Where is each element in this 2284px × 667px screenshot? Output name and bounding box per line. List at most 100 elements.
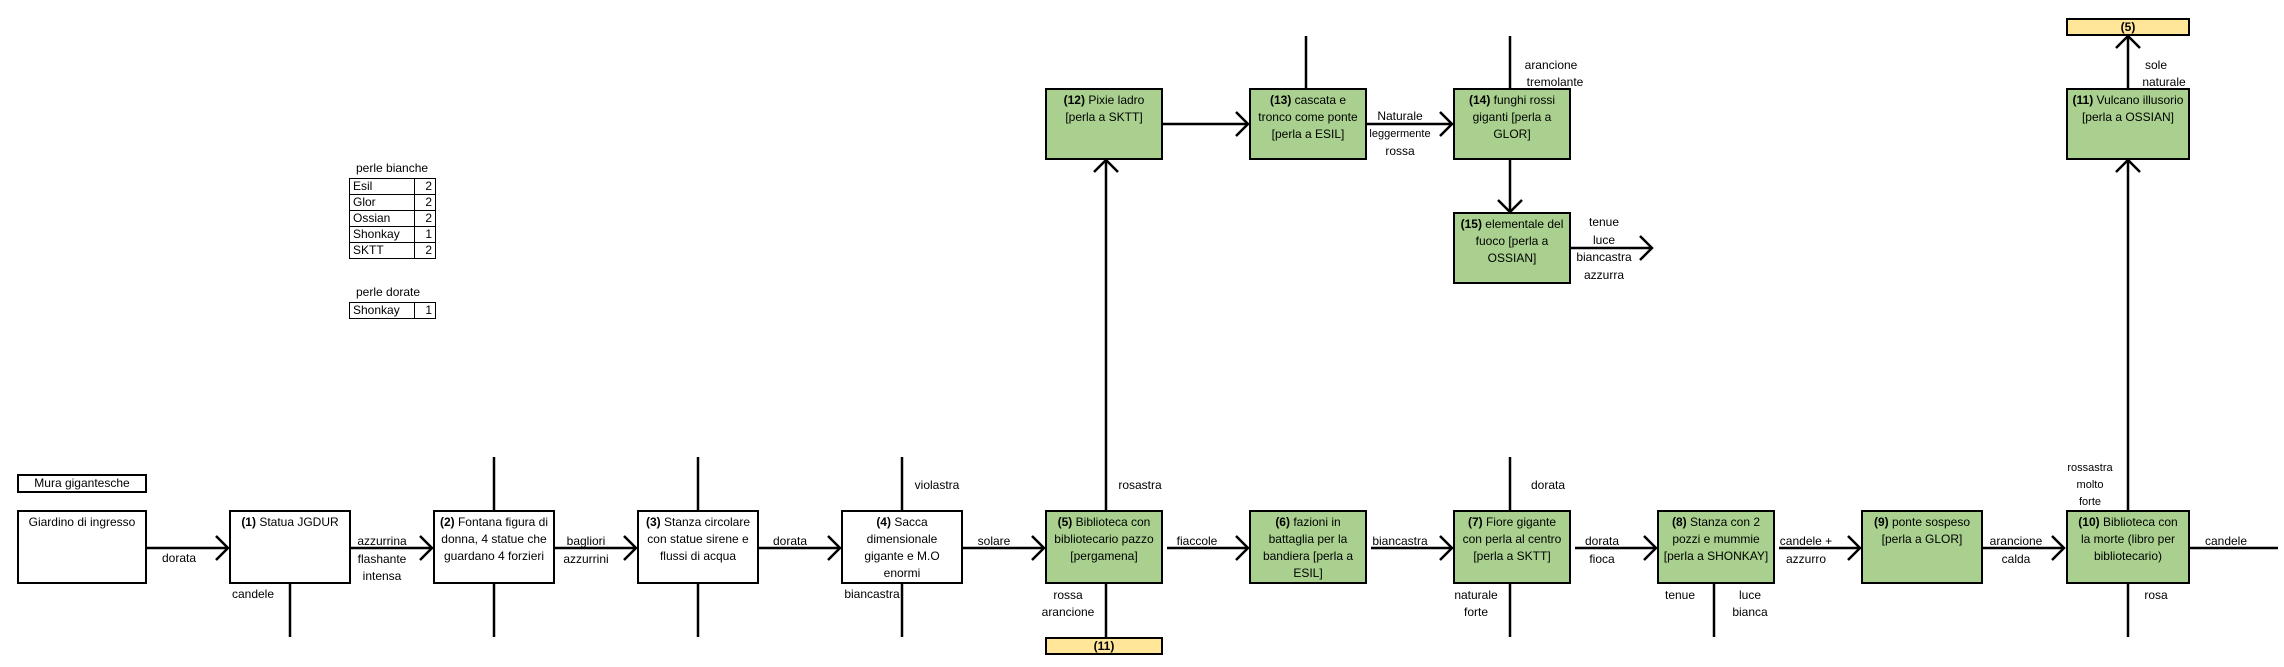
node-3: (3) Stanza circolare con statue sirene e… <box>637 510 759 584</box>
node-number: (12) <box>1063 93 1085 107</box>
legend-gold-pearls-title: perle dorate <box>356 285 421 299</box>
node-13: (13) cascata e tronco come ponte [perla … <box>1249 88 1367 160</box>
legend-white-pearls-title: perle bianche <box>356 161 429 175</box>
node-label: elementale del fuoco [perla a OSSIAN] <box>1475 217 1564 265</box>
edge-label-arancione: arancione <box>1041 605 1095 619</box>
edge-label-violastra: violastra <box>914 478 960 492</box>
node-label: Giardino di ingresso <box>28 515 136 529</box>
node-number: (3) <box>645 515 661 529</box>
node-label: Fiore gigante con perla al centro [perla… <box>1462 515 1562 563</box>
edge-label-bianca: bianca <box>1732 605 1768 619</box>
edge-label-candele: candele <box>2204 534 2248 548</box>
node-10: (10) Biblioteca con la morte (libro per … <box>2066 510 2190 584</box>
node-number: (9) <box>1873 515 1889 529</box>
node-14: (14) funghi rossi giganti [perla a GLOR] <box>1453 88 1571 160</box>
node-4: (4) Sacca dimensionale gigante e M.O eno… <box>841 510 963 584</box>
node-11: (11) Vulcano illusorio [perla a OSSIAN] <box>2066 88 2190 160</box>
node-number: (1) <box>241 515 256 529</box>
node-15: (15) elementale del fuoco [perla a OSSIA… <box>1453 212 1571 284</box>
edge-label-rossa: rossa <box>1385 144 1415 158</box>
node-number: (15) <box>1460 217 1482 231</box>
edge-label-arancione: arancione <box>1524 58 1578 72</box>
edge-label-bagliori: bagliori <box>566 534 606 548</box>
legend-name: SKTT <box>349 242 415 259</box>
node-number: (11) <box>2072 93 2094 107</box>
edge-label-rosastra: rosastra <box>1118 478 1162 492</box>
edge-label-fiaccole: fiaccole <box>1176 534 1218 548</box>
edge-label-dorata: dorata <box>772 534 808 548</box>
legend-name: Glor <box>349 194 415 211</box>
edge-label-biancastra: biancastra <box>844 587 900 601</box>
node-6: (6) fazioni in battaglia per la bandiera… <box>1249 510 1367 584</box>
node-number: (13) <box>1269 93 1292 107</box>
edge-label-luce: luce <box>1738 588 1762 602</box>
edge-label-luce: luce <box>1592 233 1616 247</box>
edge-label-dorata: dorata <box>1584 534 1620 548</box>
legend-name: Shonkay <box>349 302 415 319</box>
edge-label-solare: solare <box>977 534 1011 548</box>
edge-label-tremolante: tremolante <box>1526 75 1584 89</box>
node-label: Sacca dimensionale gigante e M.O enormi <box>864 515 940 580</box>
edge-label-dorata: dorata <box>1530 478 1566 492</box>
edge-label-naturale: naturale <box>1454 588 1498 602</box>
edge-label-forte: forte <box>1463 605 1489 619</box>
edge-label-biancastra: biancastra <box>1372 534 1428 548</box>
node-number: (10) <box>2078 515 2100 529</box>
legend-name: Shonkay <box>349 226 415 243</box>
edge-label-intensa: intensa <box>362 569 402 583</box>
node-label: funghi rossi giganti [perla a GLOR] <box>1472 93 1556 141</box>
edge-label-azzurra: azzurra <box>1583 268 1625 282</box>
node-number: (4) <box>876 515 891 529</box>
node-number: (6) <box>1275 515 1290 529</box>
edge-label-azzurro: azzurro <box>1785 552 1827 566</box>
edge-label-flashante: flashante <box>357 552 407 566</box>
edge-label-candele-plus: candele + <box>1779 534 1833 548</box>
edge-label-dorata: dorata <box>161 551 197 565</box>
legend-count: 2 <box>414 194 436 211</box>
node-2: (2) Fontana figura di donna, 4 statue ch… <box>433 510 555 584</box>
node-5: (5) Biblioteca con bibliotecario pazzo [… <box>1045 510 1163 584</box>
node-label: fazioni in battaglia per la bandiera [pe… <box>1262 515 1354 580</box>
edge-label-forte: forte <box>2078 496 2102 508</box>
edge-label-rossastra: rossastra <box>2067 462 2113 474</box>
node-label: Statua JGDUR <box>255 515 339 529</box>
edge-label-tenue: tenue <box>1588 215 1620 229</box>
legend-count: 2 <box>414 178 436 195</box>
edge-label-naturale: naturale <box>2142 75 2186 89</box>
edge-label-naturale: Naturale <box>1377 109 1423 123</box>
node-label: ponte sospeso [perla a GLOR] <box>1881 515 1971 546</box>
node-label: Stanza circolare con statue sirene e flu… <box>647 515 751 563</box>
edge-label-azzurrini: azzurrini <box>563 552 609 566</box>
edge-label-biancastra: biancastra <box>1576 250 1632 264</box>
edge-label-molto: molto <box>2076 479 2104 491</box>
legend-count: 2 <box>414 242 436 259</box>
node-number: (14) <box>1468 93 1491 107</box>
edge-label-fioca: fioca <box>1589 552 1615 566</box>
legend-count: 2 <box>414 210 436 227</box>
node-7: (7) Fiore gigante con perla al centro [p… <box>1453 510 1571 584</box>
legend-count: 1 <box>414 226 436 243</box>
node-number: (2) <box>439 515 455 529</box>
node-label: Biblioteca con bibliotecario pazzo [perg… <box>1054 515 1154 563</box>
node-number: (8) <box>1671 515 1687 529</box>
node-label: (11) <box>1093 638 1115 653</box>
node-8: (8) Stanza con 2 pozzi e mummie [perla a… <box>1657 510 1775 584</box>
node-label: cascata e tronco come ponte [perla a ESI… <box>1258 93 1358 141</box>
node-label: Biblioteca con la morte (libro per bibli… <box>2080 515 2178 563</box>
node-1: (1) Statua JGDUR <box>229 510 351 584</box>
legend-count: 1 <box>414 302 436 319</box>
node-mura-gigantesche: Mura gigantesche <box>17 474 147 493</box>
node-label: Pixie ladro [perla a SKTT] <box>1065 93 1145 124</box>
node-label: Stanza con 2 pozzi e mummie [perla a SHO… <box>1663 515 1769 563</box>
edge-label-rosa: rosa <box>2144 588 2168 602</box>
legend-name: Ossian <box>349 210 415 227</box>
node-ref-5: (5) <box>2066 18 2190 36</box>
edge-label-leggermente: leggermente <box>1369 128 1431 140</box>
node-giardino-ingresso: Giardino di ingresso <box>17 510 147 584</box>
